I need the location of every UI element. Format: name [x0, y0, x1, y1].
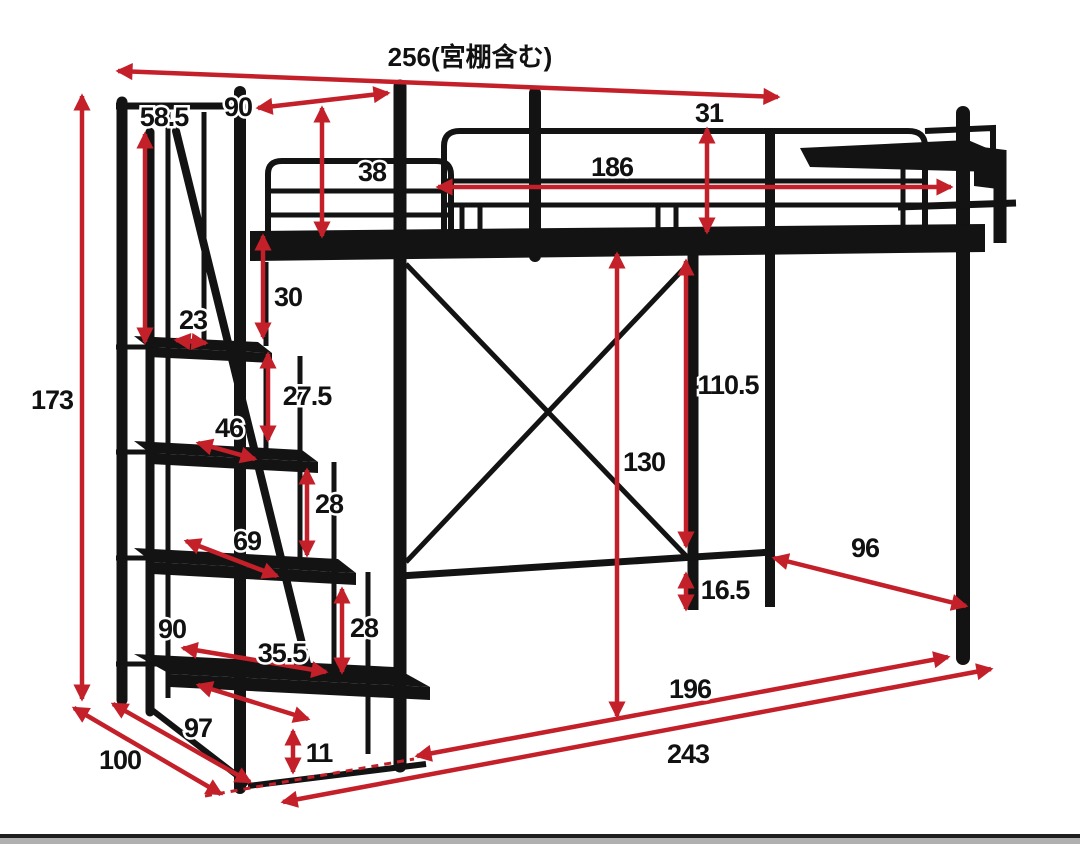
dim-label-overall-length: 256(宮棚含む): [388, 42, 553, 72]
dim-label-stair-depth-inner: 97: [184, 713, 212, 743]
dim-label-total-height: 173: [31, 385, 74, 415]
dim-label-deck-to-step1: 30: [274, 282, 302, 312]
dimension-step3-to-step4: 28: [333, 586, 382, 675]
dimension-total-height: 173: [28, 93, 91, 702]
bed-frame: [116, 79, 1017, 794]
dimension-stair-depth-outer: 100: [71, 706, 224, 796]
dim-label-step3-to-step4: 28: [350, 613, 379, 643]
dim-label-handrail-height: 58.5: [140, 102, 190, 132]
dim-label-inner-leg-span: 196: [669, 674, 712, 704]
dimension-arrow: [280, 663, 994, 808]
dimension-arrow: [195, 438, 258, 464]
dim-label-outer-length-floor: 243: [667, 739, 710, 769]
dimension-under-bed-clearance: 110.5: [677, 258, 763, 549]
dimension-step1-depth: 23: [173, 303, 211, 351]
dimension-handrail-height: 58.5: [136, 100, 193, 345]
dim-label-stair-depth-outer: 100: [99, 745, 141, 775]
dim-label-rail-to-leg-bottom: 16.5: [701, 575, 751, 605]
dimension-bed-depth: 96: [771, 531, 969, 611]
dimension-layer: 256(宮棚含む) 90 58.5 173 38 31 186 30 23 27.5 46 28 69 2…: [28, 40, 994, 808]
dim-label-guardrail-right-height: 31: [695, 98, 724, 128]
dimension-outer-length-floor: 243: [280, 663, 994, 808]
footer-line: [0, 834, 1080, 838]
dimension-guardrail-left-height: 38: [313, 105, 390, 239]
dim-label-stair-width-top: 90: [224, 92, 252, 122]
dimension-stair-width-top: 90: [221, 86, 391, 125]
dim-label-inner-length: 186: [591, 152, 634, 182]
dimension-floor-to-deck: 130: [608, 251, 669, 719]
dim-label-bed-depth: 96: [851, 533, 880, 563]
dimension-step1-to-step2: 27.5: [259, 351, 336, 443]
dimension-guardrail-right-height: 31: [692, 96, 727, 235]
dimension-arrow: [255, 86, 391, 115]
floor-guide-dashed-line: [204, 757, 415, 798]
cross-brace: [399, 260, 773, 580]
dimension-arrow: [115, 63, 781, 105]
dim-label-step1-to-step2: 27.5: [283, 381, 333, 411]
dim-label-floor-to-deck: 130: [623, 447, 665, 477]
dimension-overall-length: 256(宮棚含む): [115, 40, 781, 105]
dimension-floor-guide: [204, 757, 415, 798]
dim-label-step-tread-width: 35.5: [258, 638, 308, 668]
dimension-arrow: [183, 538, 280, 579]
dim-label-step3-depth: 69: [233, 526, 262, 556]
dim-label-step4-depth: 90: [158, 614, 186, 644]
dimension-step2-depth: 46: [195, 411, 258, 464]
dimension-arrow: [173, 332, 209, 351]
dim-label-guardrail-left-height: 38: [358, 157, 387, 187]
dimension-step3-depth: 69: [183, 524, 280, 579]
dimension-arrow: [71, 706, 224, 796]
dimension-bottom-shelf-height: 11: [284, 728, 337, 775]
dim-label-under-bed-clearance: 110.5: [697, 370, 759, 400]
dim-label-step1-depth: 23: [179, 305, 208, 335]
headboard-shelf: [800, 124, 1017, 243]
bed-deck: [250, 224, 985, 261]
dim-label-step2-to-step3: 28: [315, 489, 344, 519]
dimension-arrow: [771, 553, 969, 611]
dim-label-step2-depth: 46: [215, 413, 244, 443]
dimension-rail-to-leg-bottom: 16.5: [677, 571, 754, 612]
dimension-inner-length: 186: [435, 150, 954, 196]
dim-label-bottom-shelf-height: 11: [306, 738, 334, 768]
dimension-deck-to-step1: 30: [254, 233, 306, 340]
dimension-step2-to-step3: 28: [298, 467, 347, 558]
footer-strip: [0, 838, 1080, 844]
